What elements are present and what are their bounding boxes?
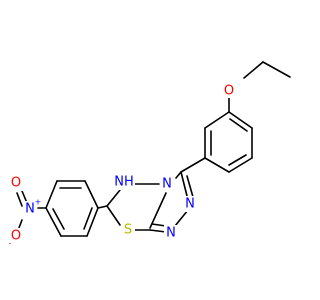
bond-triazole-n1-c8a-inner	[151, 223, 167, 227]
bond-ethyl-ch3	[262, 61, 291, 78]
atom-bg	[164, 225, 178, 241]
atom-bg	[23, 201, 37, 217]
bond-ring1-a-inner	[229, 118, 248, 132]
bond-triazole-c3-n2-inner	[186, 175, 194, 198]
triazole-n-right-label: N	[185, 197, 195, 212]
bond-aryl-triazole	[180, 157, 206, 173]
bond-ring1-c	[228, 157, 253, 173]
atom-bg	[160, 176, 174, 192]
bond-ring2-f-inner	[83, 207, 93, 230]
bond-triazole-n1-c8a	[149, 229, 167, 233]
bond-ring1-d	[204, 157, 230, 173]
atom-bg	[223, 82, 237, 98]
nitro-oxygen-bottom-label: O	[11, 229, 21, 244]
bond-triazole-c8a-n4	[149, 192, 167, 229]
bond-ring1-c-inner	[228, 154, 247, 166]
atom-label-layer: O NH N N N S N + O O -	[9, 82, 237, 248]
atom-bg	[9, 228, 23, 244]
sulfur-label: S	[124, 223, 132, 238]
atom-bg	[113, 174, 135, 190]
bond-ring2-d-inner	[52, 208, 65, 230]
bond-ethyl-ch2-o	[243, 61, 264, 79]
bond-c6-aryl	[97, 205, 108, 209]
bond-ring2-d	[45, 207, 62, 237]
nh-label: NH	[114, 175, 134, 190]
bond-ring2-c	[45, 180, 58, 209]
bond-triazole-c3-n2	[180, 171, 188, 197]
atom-bg	[9, 175, 23, 191]
nitro-nitrogen-label: N	[25, 202, 35, 217]
bond-ring2-a	[84, 180, 99, 209]
bond-ring2-f	[86, 207, 99, 237]
bond-triazole-n2-n1	[174, 209, 189, 227]
bond-layer	[16, 61, 291, 237]
ether-oxygen-label: O	[224, 84, 234, 99]
atom-bg	[183, 196, 197, 212]
nitro-oxygen-top-label: O	[11, 176, 21, 191]
bond-c6-s	[106, 205, 121, 226]
atom-bg	[121, 222, 135, 238]
bond-ring1-f	[204, 111, 230, 129]
bond-triazole-c3-n4	[175, 171, 182, 179]
bond-ring1-a	[228, 111, 253, 129]
nitro-n-charge: +	[35, 198, 42, 207]
bond-nitro-o-top	[16, 192, 23, 207]
molecule-structure-diagram: O NH N N N S N + O O -	[9, 61, 291, 248]
triazole-n-bottom-label: N	[166, 226, 176, 241]
bond-nh-c6	[106, 189, 121, 207]
fused-n-label: N	[162, 177, 172, 192]
nitro-o-charge: -	[9, 239, 12, 248]
